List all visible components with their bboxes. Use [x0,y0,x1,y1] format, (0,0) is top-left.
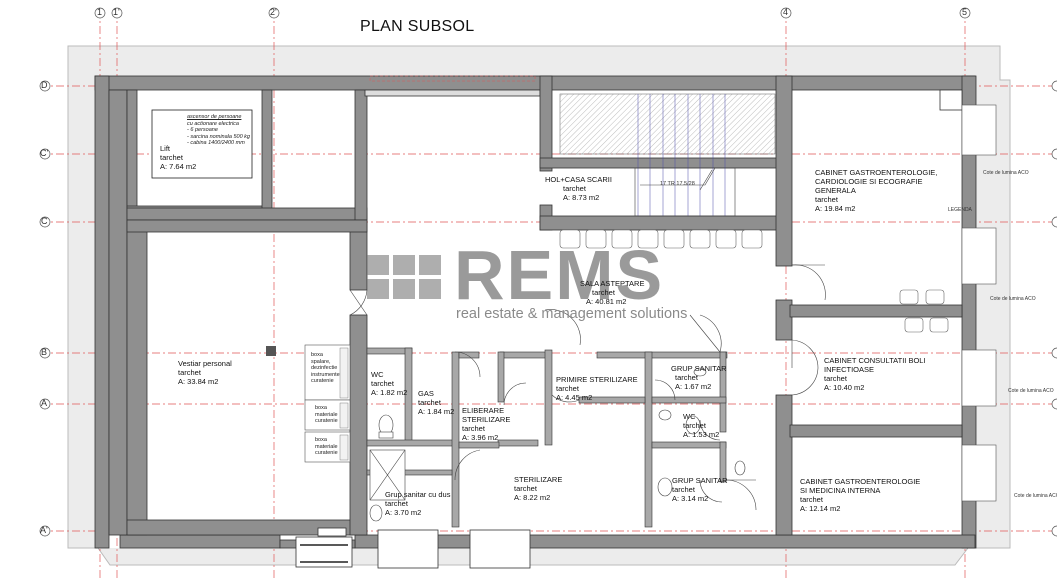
grid-row-label: C [41,216,48,226]
grid-row-label: C' [40,148,49,158]
grid-row-label: A' [40,525,48,535]
window-note-3: Cote de lumina ACO [1008,388,1054,394]
boxa-shelves [339,347,349,461]
room-sterilizare: STERILIZARE tarchet A: 8.22 m2 [514,475,563,502]
stair-treads [637,94,726,216]
room-gas: GAS tarchet A: 1.84 m2 [418,389,455,416]
right-windows [961,104,997,502]
lift-walls [126,89,541,221]
window-note-4: Cote de lumina ACO [1014,493,1057,499]
upper-dashed-outline [369,75,536,82]
grid-column-label: 4 [783,7,789,17]
room-cabinet-consultatii: CABINET CONSULTATII BOLI INFECTIOASE tar… [824,356,926,392]
lift-cabin [151,109,253,179]
window-note-2: Cote de lumina ACO [990,296,1036,302]
exterior-walls [94,75,977,549]
grid-column-label: 5 [962,7,968,17]
stair-note: 17 TR 17.5/28 [660,181,695,187]
waiting-seats [559,229,949,333]
bottom-light-wells [295,527,531,569]
room-sala-asteptare: SALA ASTEPTARE tarchet A: 40.81 m2 [580,279,645,306]
right-cabinet-walls [789,89,963,438]
grid-row-label: D [41,80,48,90]
room-primire-sterilizare: PRIMIRE STERILIZARE tarchet A: 4.45 m2 [556,375,638,402]
page-title: PLAN SUBSOL [360,18,475,35]
stair-outline [634,167,736,217]
column-pillar [266,346,276,356]
grid-row-label: B [41,347,48,357]
boxa-materiale-label-1: boxa materiale curatenie [315,405,338,424]
boxa-spalare-label: boxa spalare, dezinfectie instrumente cu… [311,352,340,384]
light-well-hatch [300,544,348,563]
room-cabinet-gastro-medicina: CABINET GASTROENTEROLOGIE SI MEDICINA IN… [800,477,921,513]
grid-bubbles [39,7,1057,537]
room-wc-2: WC tarchet A: 1.53 m2 [683,412,720,439]
grid-column-label: 1 [97,7,103,17]
room-grup-sanitar-dus: Grup sanitar cu dus tarchet A: 3.70 m2 [385,490,451,517]
stair-upper-hatch [559,93,776,155]
room-lift: Lift tarchet A: 7.64 m2 [160,144,197,171]
sanitary-fixtures [369,367,746,522]
stair-walls [539,75,793,536]
boxa-materiale-label-2: boxa materiale curatenie [315,437,338,456]
window-note-1: Cote de lumina ACO [983,170,1029,176]
room-wc-1: WC tarchet A: 1.82 m2 [371,370,408,397]
room-grup-sanitar-1: GRUP SANITAR tarchet A: 1.67 m2 [671,364,727,391]
room-grup-sanitar-2: GRUP SANITAR tarchet A: 3.14 m2 [672,476,728,503]
watermark-tagline: real estate & management solutions [456,306,688,322]
grid-column-label: 1' [113,7,120,17]
room-hol-casa-scarii: HOL+CASA SCARII tarchet A: 8.73 m2 [545,175,612,202]
room-cabinet-gastro-cardio: CABINET GASTROENTEROLOGIE, CARDIOLOGIE S… [815,168,938,213]
watermark-brand: REMS [454,236,665,314]
rems-logo-mark [367,255,441,299]
grid-column-label: 2' [270,7,277,17]
room-eliberare-sterilizare: ELIBERARE STERILIZARE tarchet A: 3.96 m2 [462,406,511,442]
grid-row-label: A [41,398,48,408]
interior-partitions [366,347,728,528]
vestiar-walls [126,219,368,536]
legend-note: LEGENDA [948,207,972,213]
door-swings [349,264,826,511]
lift-note: ascensor de persoane cu actionare electr… [187,114,250,146]
room-vestiar-personal: Vestiar personal tarchet A: 33.84 m2 [178,359,232,386]
